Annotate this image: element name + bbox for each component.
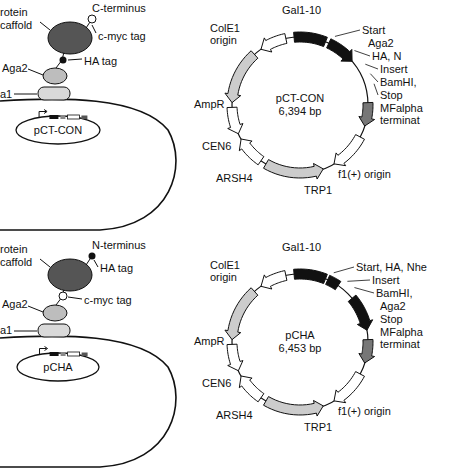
- aga2-gene: [348, 295, 372, 330]
- part-label: ColE1 origin: [210, 22, 252, 46]
- f1-origin: [334, 135, 364, 166]
- plasmid-name: 6,394 bp: [279, 105, 322, 118]
- part-label: ARSH4: [216, 409, 253, 421]
- part-label: AmpR: [194, 98, 225, 110]
- aga2: [43, 305, 67, 321]
- aga2: [43, 68, 67, 84]
- part-label: Start, HA, Nhe: [356, 261, 427, 273]
- part-label: a1: [0, 88, 12, 100]
- part-label: Aga2: [2, 298, 28, 310]
- trp1-gene: [264, 160, 324, 179]
- plasmid-name: 6,453 bp: [279, 342, 322, 355]
- part-label: MFalpha terminat: [380, 326, 432, 350]
- plasmid-name: pCHA: [285, 329, 314, 342]
- part-label: Insert: [372, 274, 400, 286]
- plasmid-map-center: pCHA6,453 bp: [242, 284, 358, 400]
- plasmid-map-center: pCT-CON6,394 bp: [242, 47, 358, 163]
- gal-promoter: [294, 32, 328, 47]
- part-label: TRP1: [304, 184, 332, 196]
- part-label: ColE1 origin: [210, 259, 252, 283]
- leader-line: [334, 267, 354, 273]
- leader-line: [354, 51, 370, 56]
- part-label: MFalpha terminat: [380, 102, 432, 126]
- aga1: [38, 87, 70, 100]
- part-label: N-terminus: [92, 239, 146, 251]
- part-label: TRP1: [304, 421, 332, 433]
- cen6: [227, 344, 243, 371]
- part-label: rotein: [0, 243, 28, 255]
- protein-scaffold: [48, 22, 92, 54]
- plasmid-oval: pCT-CON: [15, 115, 101, 145]
- c-myc-tag: [59, 292, 67, 300]
- part-label: BamHI,: [380, 76, 417, 88]
- part-label: Aga2: [368, 37, 394, 49]
- plasmid-name: pCT-CON: [276, 92, 324, 105]
- part-label: rotein: [0, 6, 28, 18]
- yeast-cell: [0, 99, 176, 230]
- part-label: Aga2: [2, 62, 28, 74]
- part-label: HA, N: [372, 50, 401, 62]
- leader-line: [365, 64, 378, 69]
- arsh4: [239, 139, 264, 165]
- plasmid-name: pCHA: [43, 361, 72, 374]
- part-label: CEN6: [202, 377, 231, 389]
- gal-promoter: [294, 269, 328, 284]
- trp1-gene: [264, 397, 324, 416]
- part-label: HA tag: [84, 55, 117, 67]
- plasmid-map: [225, 30, 378, 179]
- c-myc-tag: [88, 15, 96, 23]
- f1-origin: [334, 372, 364, 403]
- part-label: Start: [362, 24, 385, 36]
- part-label: ARSH4: [216, 172, 253, 184]
- part-label: f1(+) origin: [338, 168, 391, 180]
- part-label: C-terminus: [92, 2, 146, 14]
- part-label: f1(+) origin: [338, 405, 391, 417]
- part-label: Stop: [380, 313, 403, 325]
- arsh4: [239, 376, 264, 402]
- terminator: [359, 102, 375, 126]
- yeast-cell: [0, 336, 176, 467]
- part-label: BamHI,: [376, 287, 413, 299]
- ampr-gene: [225, 288, 258, 340]
- plasmid-map: [225, 267, 375, 416]
- ha-segment: [326, 275, 341, 289]
- part-label: Aga2: [380, 300, 406, 312]
- leader-line: [335, 30, 360, 36]
- cole1-origin: [261, 34, 287, 52]
- protein-scaffold: [48, 259, 92, 291]
- part-label: Stop: [380, 89, 403, 101]
- part-label: c-myc tag: [98, 30, 146, 42]
- ha-tag: [89, 253, 96, 260]
- part-label: a1: [0, 324, 12, 336]
- ampr-gene: [225, 51, 258, 103]
- aga2-gene: [327, 39, 352, 61]
- part-label: c-myc tag: [84, 294, 132, 306]
- terminator: [359, 339, 375, 363]
- leader-line: [354, 288, 374, 293]
- ha-tag: [60, 57, 67, 64]
- part-label: Gal1-10: [282, 241, 321, 253]
- part-label: Insert: [380, 63, 408, 75]
- part-label: Gal1-10: [282, 4, 321, 16]
- part-label: HA tag: [100, 262, 133, 274]
- part-label: caffold: [0, 19, 32, 31]
- aga1: [38, 324, 70, 337]
- yeast-display: [0, 15, 176, 230]
- leader-line: [370, 74, 378, 82]
- part-label: AmpR: [194, 335, 225, 347]
- leader-line: [347, 280, 370, 281]
- cen6: [227, 107, 243, 134]
- cole1-origin: [261, 271, 287, 289]
- plasmid-oval: pCHA: [16, 352, 100, 382]
- part-label: caffold: [0, 256, 32, 268]
- plasmid-name: pCT-CON: [34, 124, 82, 137]
- part-label: CEN6: [202, 140, 231, 152]
- leader-line: [374, 84, 378, 95]
- yeast-display: [0, 253, 176, 468]
